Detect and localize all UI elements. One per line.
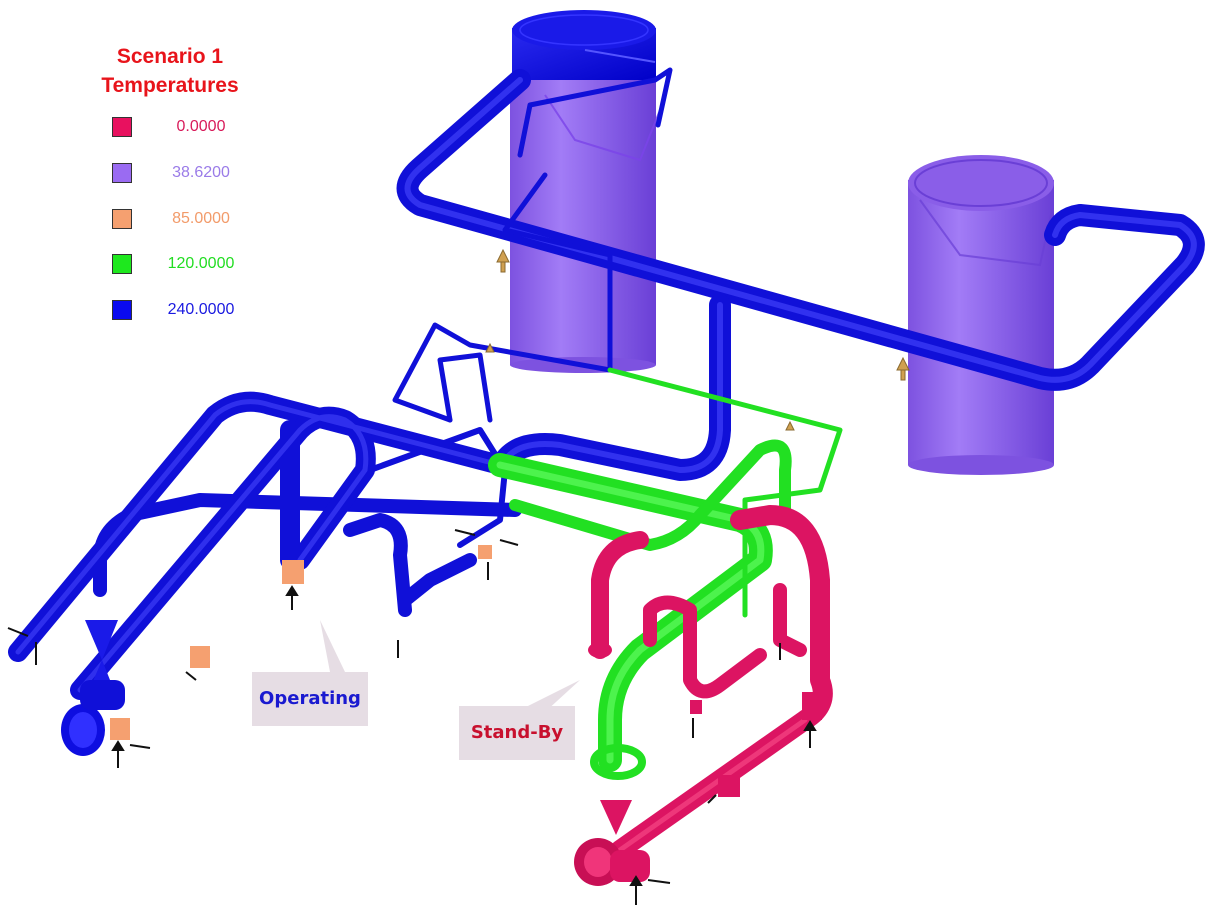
legend-swatch: [112, 254, 132, 274]
legend-value: 0.0000: [176, 118, 226, 135]
legend-swatch: [112, 209, 132, 229]
vessel-left: [510, 10, 661, 373]
blue-header-pipe: [396, 69, 1205, 481]
legend-item: 0.0000: [112, 117, 272, 141]
legend-item: 240.0000: [112, 300, 272, 324]
legend-swatch: [112, 117, 132, 137]
temperature-legend: Scenario 1 Temperatures: [70, 42, 270, 100]
legend-swatch: [112, 163, 132, 183]
callout-pointers: [320, 620, 580, 712]
vessel-right: [908, 155, 1054, 475]
pump-standby: [574, 642, 822, 886]
pump-operating: [61, 545, 492, 756]
legend-value: 120.0000: [167, 255, 235, 272]
legend-swatch: [112, 300, 132, 320]
green-flange: [590, 744, 646, 780]
legend-item: 120.0000: [112, 254, 272, 278]
callout-operating: Operating: [252, 672, 368, 726]
legend-value: 240.0000: [167, 301, 235, 318]
callout-standby: Stand-By: [459, 706, 575, 760]
blue-small-lines: [392, 67, 673, 423]
legend-value: 38.6200: [172, 164, 230, 181]
legend-item: 38.6200: [112, 163, 272, 187]
support-arrows: [485, 248, 910, 431]
restraint-arrows: [7, 529, 817, 905]
legend-title-line2: Temperatures: [101, 74, 239, 97]
legend-item: 85.0000: [112, 209, 272, 233]
blue-lower-rack: [8, 391, 522, 700]
blue-lower-rack-highlight: [15, 399, 503, 693]
legend-value: 85.0000: [172, 210, 230, 227]
legend-title-line1: Scenario 1: [116, 45, 224, 68]
